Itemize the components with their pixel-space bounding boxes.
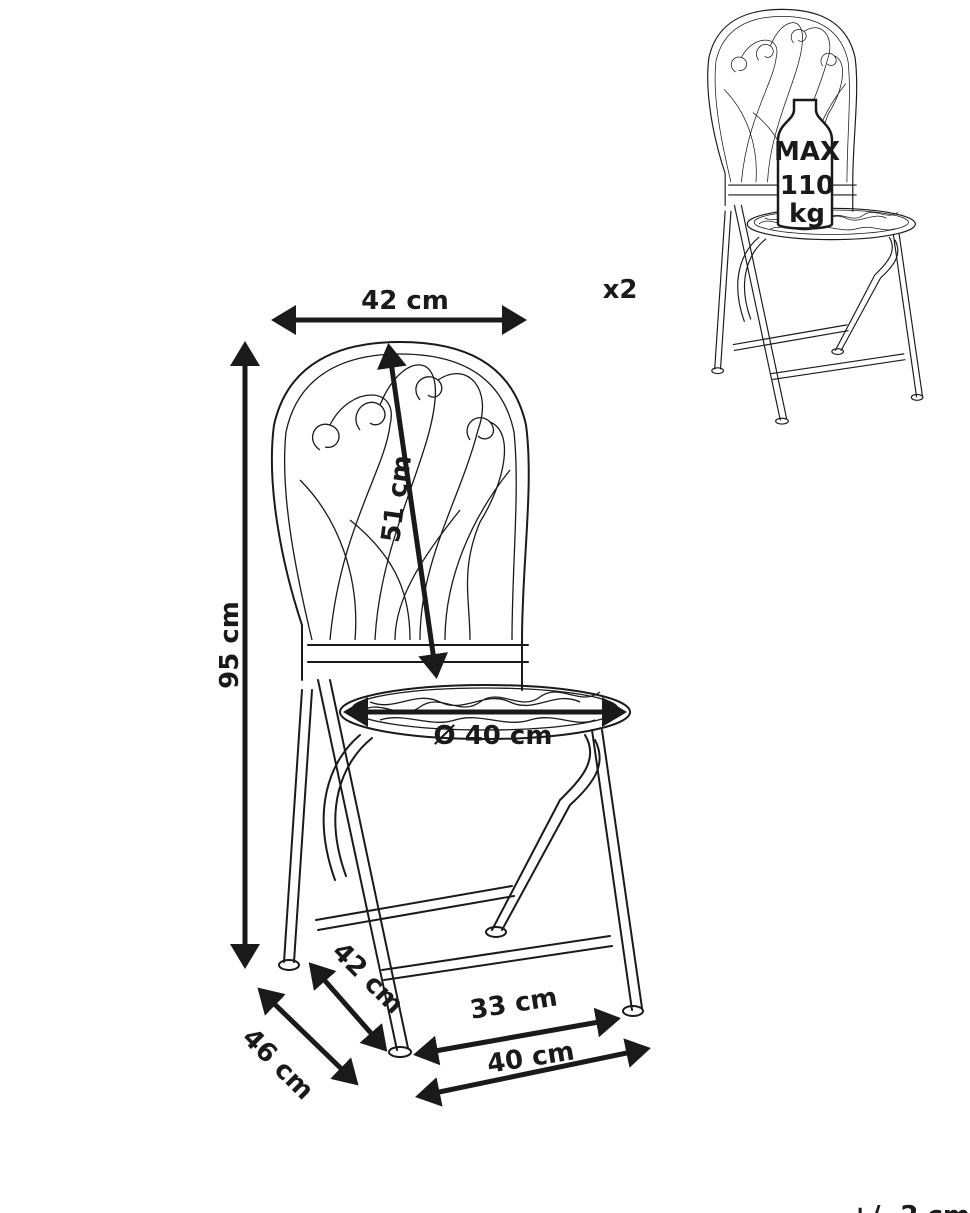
max-label: MAX (774, 137, 840, 167)
max-weight-unit: kg (789, 199, 825, 229)
backrest-width-label: 42 cm (361, 286, 449, 316)
quantity-label: x2 (603, 275, 638, 305)
chair-drawing-main (270, 341, 644, 1058)
total-height-label: 95 cm (215, 601, 245, 689)
max-load-weight-icon: MAX 110 kg (774, 98, 840, 230)
total-width-label: 40 cm (485, 1036, 576, 1079)
tolerance-label: +/- 2 cm (849, 1201, 970, 1213)
dimension-arrows (230, 305, 651, 1107)
backrest-height-label: 51 cm (376, 453, 418, 544)
seat-diameter-label: Ø 40 cm (434, 721, 553, 751)
max-weight-value: 110 (780, 171, 834, 201)
inner-leg-width-label: 33 cm (468, 982, 559, 1025)
